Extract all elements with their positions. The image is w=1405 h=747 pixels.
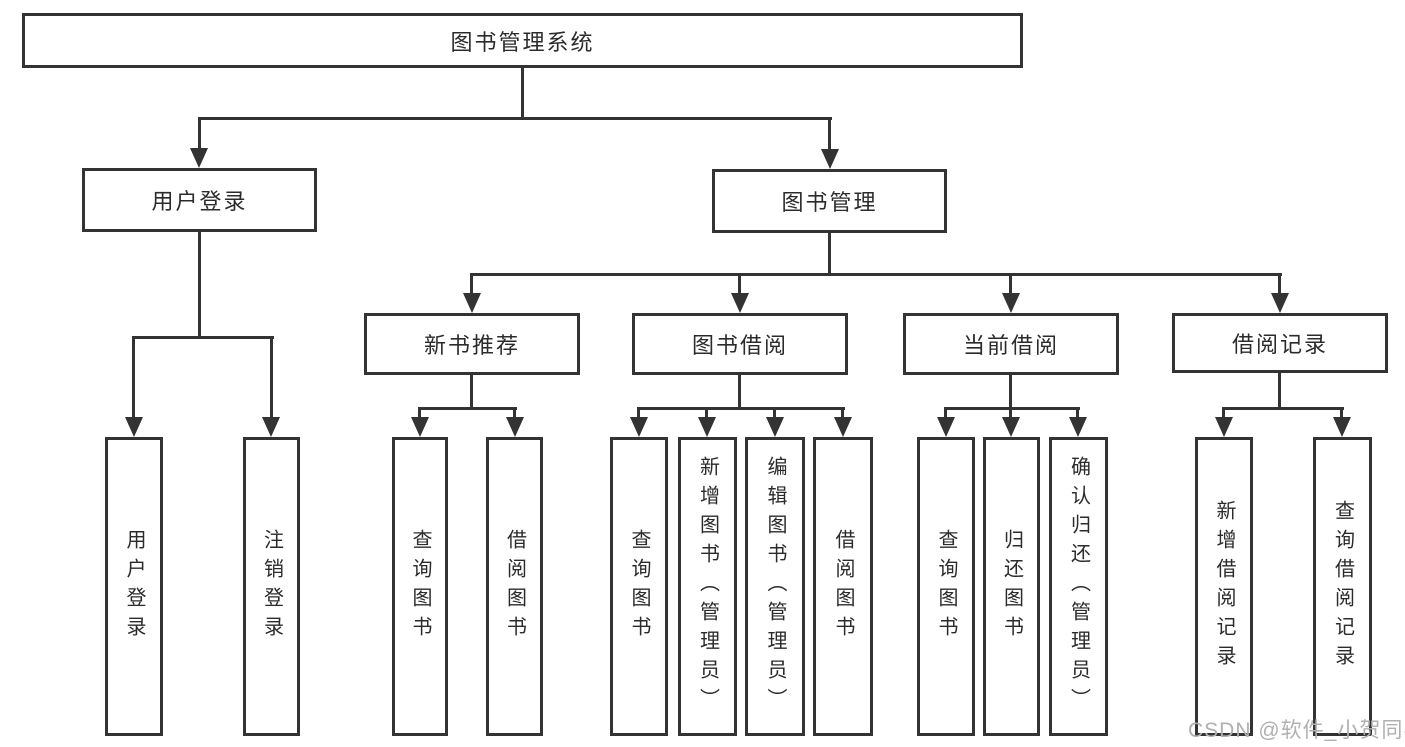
arrow-down-icon [821,149,839,169]
leaf-label: 查询借阅记录 [1331,499,1354,674]
leaf-label: 用户登录 [123,528,145,645]
connector-line [944,407,1080,410]
connector-line [828,233,831,273]
node-label: 用户登录 [151,189,248,214]
csdn-watermark: CSDN @软件_小贺同学 [1188,719,1405,742]
leaf-add-book-admin: 新增图书（管理员） [678,437,737,736]
connector-line [1340,407,1343,417]
connector-line [521,68,524,117]
leaf-label: 查询图书 [409,528,431,645]
connector-line [1278,273,1281,293]
leaf-label: 查询图书 [935,528,957,645]
connector-line [198,117,832,120]
connector-line [738,375,741,407]
leaf-label: 归还图书 [1000,528,1023,645]
arrow-down-icon [463,293,481,313]
arrow-down-icon [937,417,955,437]
arrow-down-icon [190,148,208,168]
leaf-add-borrow-record: 新增借阅记录 [1195,437,1253,736]
connector-line [738,273,741,293]
leaf-label: 注销登录 [260,528,283,645]
arrow-down-icon [834,417,852,437]
connector-line [470,375,473,407]
leaf-edit-book-admin: 编辑图书（管理员） [745,437,805,736]
leaf-query-borrow-record: 查询借阅记录 [1313,437,1372,736]
arrow-down-icon [698,417,716,437]
connector-line [1009,273,1012,293]
leaf-logout: 注销登录 [243,437,300,736]
connector-line [637,407,845,410]
connector-line [637,407,640,417]
node-label: 借阅记录 [1231,332,1328,357]
arrow-down-icon [411,417,429,437]
connector-line [132,336,135,417]
connector-line [132,336,274,339]
connector-line [513,407,516,417]
leaf-user-login: 用户登录 [105,437,163,736]
leaf-label: 确认归还（管理员） [1067,456,1090,717]
connector-line [1222,407,1225,417]
connector-line [828,117,831,149]
leaf-label: 新增借阅记录 [1213,499,1235,674]
arrow-down-icon [630,417,648,437]
node-book-borrow: 图书借阅 [632,313,848,375]
arrow-down-icon [731,293,749,313]
node-book-management: 图书管理 [712,169,947,233]
leaf-query-book-recommend: 查询图书 [392,437,448,736]
connector-line [773,407,776,417]
node-label: 图书管理系统 [450,29,595,55]
leaf-label: 借阅图书 [832,528,854,645]
connector-line [705,407,708,417]
leaf-confirm-return-admin: 确认归还（管理员） [1049,437,1108,736]
connector-line [1009,375,1012,407]
node-borrow-record: 借阅记录 [1172,313,1388,373]
connector-line [198,232,201,336]
leaf-borrow-book-recommend: 借阅图书 [486,437,543,736]
arrow-down-icon [506,417,524,437]
connector-line [470,273,1282,276]
arrow-down-icon [125,417,143,437]
node-label: 图书借阅 [691,333,788,358]
connector-line [1076,407,1079,417]
arrow-down-icon [1333,417,1351,437]
leaf-return-book: 归还图书 [983,437,1040,736]
node-label: 新书推荐 [423,333,520,358]
connector-line [1222,407,1344,410]
arrow-down-icon [1215,417,1233,437]
connector-line [1278,373,1281,407]
node-current-borrow: 当前借阅 [903,313,1119,375]
leaf-label: 借阅图书 [503,528,526,645]
connector-line [1009,407,1012,417]
leaf-query-book-borrow: 查询图书 [610,437,668,736]
arrow-down-icon [1271,293,1289,313]
connector-line [418,407,517,410]
node-label: 当前借阅 [962,333,1059,358]
node-library-management-system: 图书管理系统 [22,13,1023,68]
arrow-down-icon [766,417,784,437]
leaf-label: 查询图书 [628,528,650,645]
connector-line [270,336,273,417]
arrow-down-icon [262,417,280,437]
connector-line [198,117,201,148]
node-label: 图书管理 [781,190,878,215]
connector-line [418,407,421,417]
leaf-label: 编辑图书（管理员） [764,456,786,717]
connector-line [841,407,844,417]
leaf-borrow-book: 借阅图书 [813,437,873,736]
node-new-book-recommend: 新书推荐 [364,313,580,375]
arrow-down-icon [1002,417,1020,437]
arrow-down-icon [1069,417,1087,437]
leaf-query-book-current: 查询图书 [917,437,975,736]
arrow-down-icon [1002,293,1020,313]
node-user-login: 用户登录 [82,168,317,232]
connector-line [944,407,947,417]
connector-line [470,273,473,293]
leaf-label: 新增图书（管理员） [696,456,719,717]
